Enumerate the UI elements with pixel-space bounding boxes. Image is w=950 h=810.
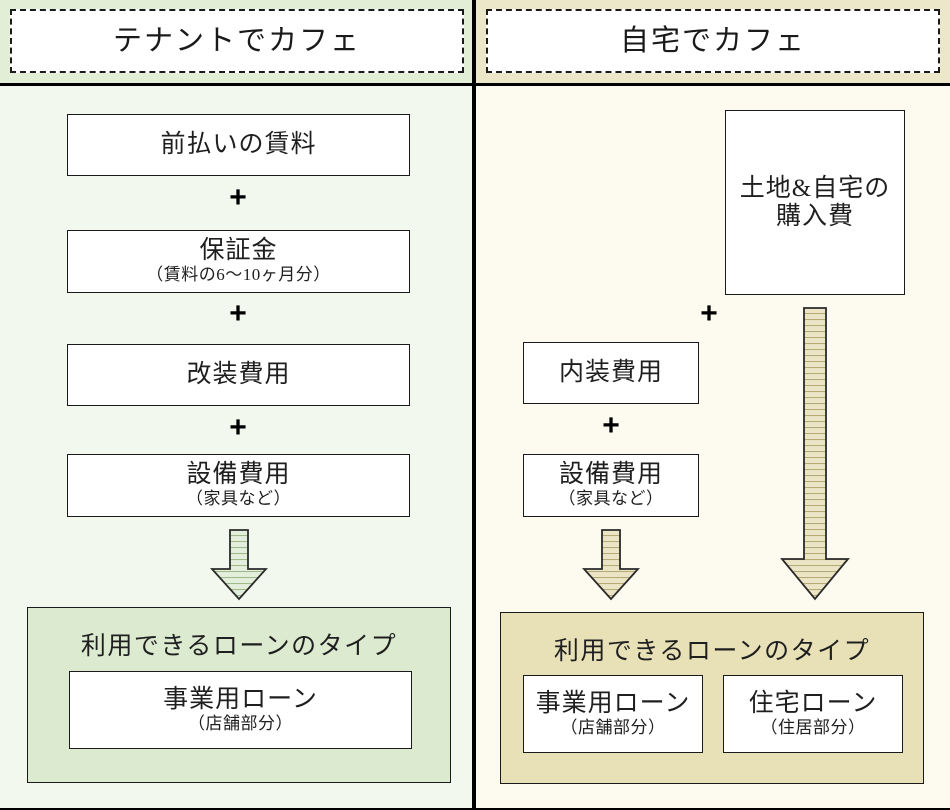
- loan-box-housing-home-sub: （住居部分）: [760, 717, 866, 737]
- cost-box-deposit: 保証金 （賃料の6〜10ヶ月分）: [67, 230, 410, 293]
- cost-box-equipment-home: 設備費用 （家具など）: [523, 454, 699, 517]
- cost-box-interior-main: 内装費用: [558, 359, 663, 386]
- cost-box-land-and-home-main: 土地&自宅の: [739, 174, 891, 202]
- loan-box-business-home-main: 事業用ローン: [535, 690, 691, 718]
- cost-box-deposit-sub: （賃料の6〜10ヶ月分）: [146, 265, 331, 285]
- body-area-tenant: 前払いの賃料 + 保証金 （賃料の6〜10ヶ月分） + 改装費用 + 設備費用 …: [0, 86, 474, 808]
- down-arrow-icon-home-long: [780, 307, 850, 601]
- cost-box-interior: 内装費用: [523, 342, 699, 404]
- body-area-home: 土地&自宅の 購入費 + 内装費用 + 設備費用 （家具など）: [476, 86, 950, 808]
- cost-box-equipment-home-sub: （家具など）: [558, 489, 664, 509]
- header-box-tenant: テナントでカフェ: [10, 9, 464, 73]
- cost-box-equipment-sub: （家具など）: [186, 489, 291, 509]
- cost-box-equipment-main: 設備費用: [186, 461, 291, 489]
- header-box-home: 自宅でカフェ: [486, 9, 940, 73]
- cost-box-equipment-home-main: 設備費用: [558, 461, 663, 489]
- operator-plus-1: +: [229, 181, 247, 214]
- down-arrow-icon-home-short: [582, 529, 640, 601]
- header-title-tenant: テナントでカフェ: [112, 24, 361, 57]
- cost-box-land-and-home-main2: 購入費: [775, 202, 854, 230]
- loan-box-business-home: 事業用ローン （店舗部分）: [523, 675, 703, 753]
- header-band-tenant: テナントでカフェ: [0, 0, 474, 86]
- result-title-tenant: 利用できるローンのタイプ: [80, 633, 398, 660]
- column-divider: [472, 0, 476, 808]
- header-band-home: 自宅でカフェ: [476, 0, 950, 86]
- result-title-home: 利用できるローンのタイプ: [553, 638, 871, 665]
- operator-plus-4: +: [700, 297, 718, 330]
- result-panel-tenant: 利用できるローンのタイプ 事業用ローン （店舗部分）: [27, 607, 451, 783]
- cost-box-equipment: 設備費用 （家具など）: [67, 454, 410, 517]
- cost-box-renovation: 改装費用: [67, 344, 410, 406]
- column-tenant-cafe: テナントでカフェ 前払いの賃料 + 保証金 （賃料の6〜10ヶ月分） + 改装費…: [0, 0, 474, 808]
- header-title-home: 自宅でカフェ: [619, 24, 806, 57]
- loan-box-housing-home-main: 住宅ローン: [748, 690, 878, 718]
- loan-box-business-home-sub: （店舗部分）: [560, 717, 666, 737]
- loan-box-housing-home: 住宅ローン （住居部分）: [723, 675, 903, 753]
- operator-plus-3: +: [229, 411, 247, 444]
- cost-box-land-and-home: 土地&自宅の 購入費: [725, 110, 905, 295]
- column-home-cafe: 自宅でカフェ 土地&自宅の 購入費 + 内装費用 + 設備費用 （家具など）: [476, 0, 950, 808]
- cost-box-renovation-main: 改装費用: [186, 361, 291, 388]
- down-arrow-icon-tenant: [210, 529, 268, 601]
- result-panel-home: 利用できるローンのタイプ 事業用ローン （店舗部分） 住宅ローン （住居部分）: [500, 612, 924, 784]
- cost-box-prepaid-rent: 前払いの賃料: [67, 114, 410, 176]
- operator-plus-2: +: [229, 297, 247, 330]
- loan-box-business-tenant: 事業用ローン （店舗部分）: [69, 671, 412, 749]
- cost-box-prepaid-rent-main: 前払いの賃料: [160, 131, 317, 158]
- cost-box-deposit-main: 保証金: [199, 237, 278, 265]
- loan-box-business-tenant-main: 事業用ローン: [163, 686, 318, 714]
- operator-plus-5: +: [602, 409, 620, 442]
- loan-box-business-tenant-sub: （店舗部分）: [188, 713, 293, 733]
